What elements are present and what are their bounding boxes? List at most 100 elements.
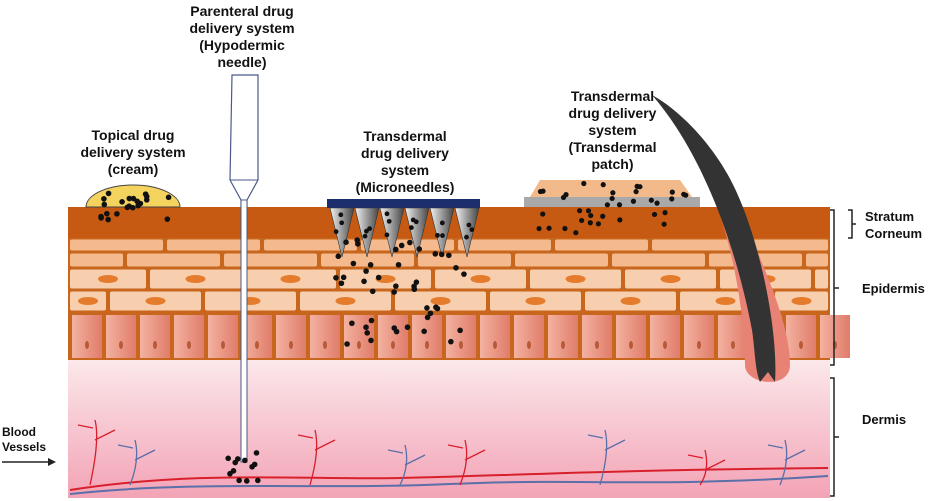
epidermis-cell bbox=[515, 253, 608, 267]
cell-nucleus bbox=[430, 297, 451, 305]
cell-nucleus bbox=[78, 297, 98, 305]
microneedle bbox=[454, 207, 480, 258]
cell-nucleus bbox=[255, 341, 259, 349]
epidermis-cell bbox=[361, 239, 454, 251]
cell-nucleus bbox=[153, 341, 157, 349]
label-line: Blood bbox=[2, 425, 36, 439]
drug-particle bbox=[393, 283, 399, 289]
cell-nucleus bbox=[187, 341, 191, 349]
capillary bbox=[77, 419, 116, 486]
drug-particle bbox=[617, 217, 623, 223]
label-line: needle) bbox=[217, 54, 267, 70]
epidermis-cell bbox=[321, 253, 414, 267]
cell-nucleus bbox=[185, 275, 206, 283]
cell-nucleus bbox=[595, 341, 599, 349]
drug-particle bbox=[126, 195, 133, 202]
label-line: system bbox=[588, 122, 637, 138]
label-line: Transdermal bbox=[570, 88, 655, 104]
cell-nucleus bbox=[119, 341, 123, 349]
drug-particle bbox=[251, 461, 258, 468]
cell-nucleus bbox=[629, 341, 633, 349]
drug-particle bbox=[461, 271, 467, 277]
cell-nucleus bbox=[493, 341, 497, 349]
cell-nucleus bbox=[663, 341, 667, 349]
drug-particles bbox=[98, 180, 689, 484]
drug-particle bbox=[335, 253, 342, 260]
drug-particle bbox=[435, 232, 440, 238]
label-line: (cream) bbox=[107, 161, 159, 177]
drug-particle bbox=[600, 213, 606, 219]
drug-particle bbox=[363, 268, 369, 274]
label-line: (Microneedles) bbox=[355, 179, 455, 195]
drug-particle bbox=[579, 217, 585, 224]
cell-nucleus bbox=[565, 275, 586, 283]
drug-particle bbox=[368, 317, 375, 324]
capillary bbox=[447, 439, 486, 486]
cell-nucleus bbox=[459, 341, 463, 349]
basal-cell bbox=[412, 315, 442, 358]
epidermis-cell bbox=[264, 239, 357, 251]
drug-particle bbox=[340, 274, 347, 281]
epidermis-cell bbox=[555, 239, 648, 251]
basal-cell bbox=[72, 315, 102, 358]
label-line: patch) bbox=[591, 156, 634, 172]
drug-particle bbox=[333, 229, 339, 235]
basal-cell bbox=[582, 315, 612, 358]
label-line: Corneum bbox=[865, 226, 923, 241]
hypodermic-needle bbox=[229, 74, 259, 463]
artery bbox=[69, 467, 829, 491]
drug-particle bbox=[404, 324, 411, 331]
drug-particle bbox=[225, 455, 231, 462]
drug-particle bbox=[255, 477, 261, 484]
drug-particle bbox=[367, 262, 374, 268]
label-line: (Hypodermic bbox=[199, 37, 285, 53]
epidermis-cell bbox=[70, 239, 163, 251]
cell-nucleus bbox=[280, 275, 301, 283]
basal-cell bbox=[174, 315, 204, 358]
drug-particle bbox=[398, 242, 405, 249]
epidermis-cell bbox=[458, 239, 551, 251]
dermis-layer bbox=[68, 360, 830, 498]
cell-nucleus bbox=[391, 341, 395, 349]
epidermis-bracket bbox=[830, 209, 839, 366]
basal-cell bbox=[446, 315, 476, 358]
drug-particle bbox=[395, 261, 402, 268]
drug-particle bbox=[386, 218, 392, 224]
label-line: drug delivery bbox=[568, 105, 657, 121]
blood-vessels-label: Blood Vessels bbox=[2, 425, 46, 455]
capillary bbox=[587, 429, 626, 486]
blood-vessels bbox=[69, 419, 829, 495]
label-line: drug delivery bbox=[361, 145, 449, 161]
drug-particle bbox=[681, 191, 687, 197]
epidermis-cell bbox=[167, 239, 260, 251]
drug-particle bbox=[466, 222, 472, 228]
drug-particle bbox=[562, 225, 568, 232]
basal-cell bbox=[106, 315, 136, 358]
drug-particle bbox=[105, 190, 112, 197]
drug-particle bbox=[413, 279, 420, 285]
drug-particle bbox=[339, 220, 345, 226]
drug-particle bbox=[363, 324, 369, 331]
epidermis-cell bbox=[806, 253, 828, 267]
epidermis-cell bbox=[749, 239, 828, 251]
drug-particle bbox=[369, 288, 376, 295]
cell-nucleus bbox=[289, 341, 293, 349]
drug-particle bbox=[595, 221, 602, 227]
drug-particle bbox=[114, 211, 120, 217]
dermis-label: Dermis bbox=[862, 412, 907, 427]
drug-particle bbox=[573, 230, 579, 236]
basal-cell bbox=[480, 315, 510, 358]
drug-particle bbox=[585, 208, 592, 214]
cell-nucleus bbox=[357, 341, 361, 349]
drug-particle bbox=[439, 220, 445, 226]
drug-particle bbox=[464, 234, 469, 240]
basal-cell bbox=[616, 315, 646, 358]
microneedles-label: Transdermal drug delivery system (Micron… bbox=[335, 128, 475, 196]
drug-particle bbox=[119, 199, 125, 205]
cell-nucleus bbox=[145, 297, 166, 305]
stratum-corneum-label: Stratum Corneum bbox=[865, 208, 922, 242]
drug-particle bbox=[343, 239, 349, 246]
basal-cell bbox=[378, 315, 408, 358]
drug-particle bbox=[392, 246, 399, 253]
